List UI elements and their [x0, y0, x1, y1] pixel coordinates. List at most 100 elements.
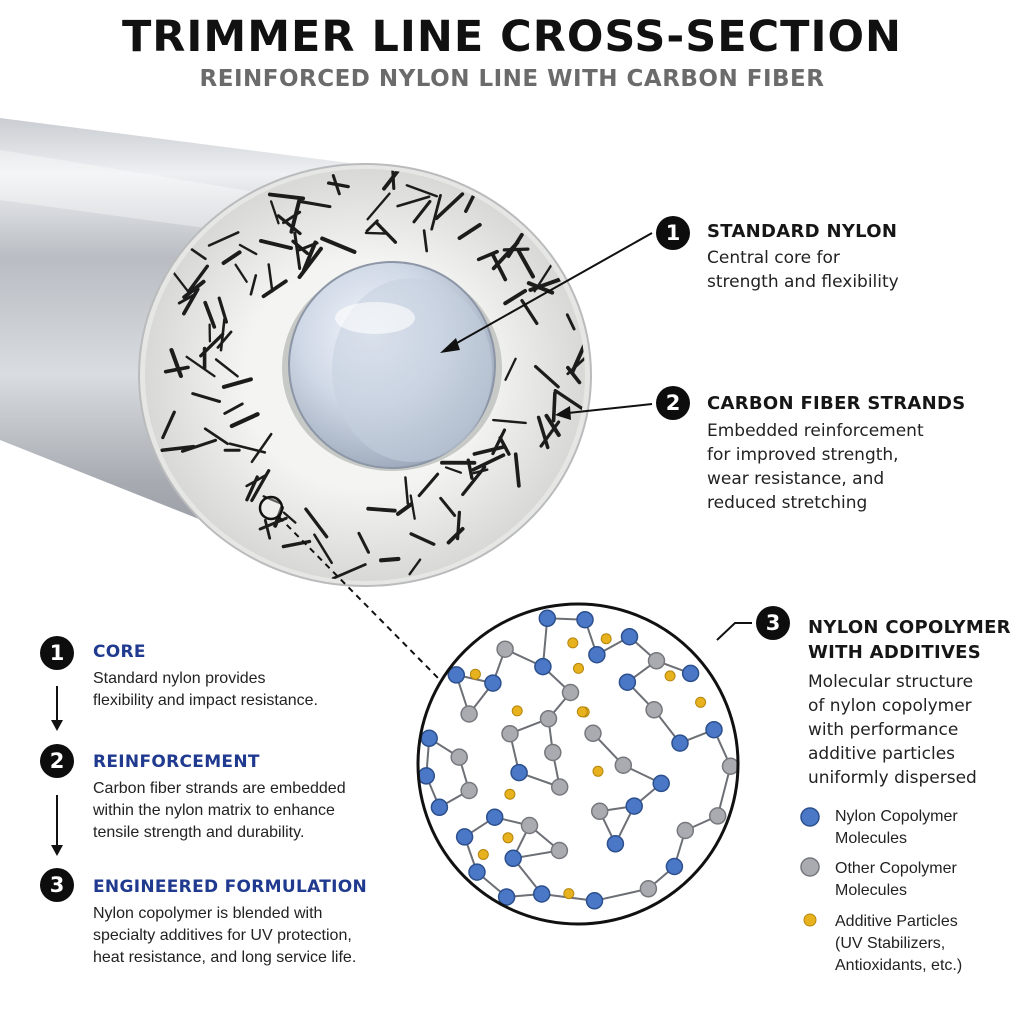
carbon-fiber-strand: [539, 420, 561, 448]
carbon-fiber-strand: [234, 263, 248, 283]
carbon-fiber-strand: [404, 476, 410, 505]
additive-particle: [600, 633, 612, 645]
carbon-fiber-strand: [366, 506, 397, 513]
carbon-fiber-strand: [216, 330, 233, 349]
additive-particle: [567, 637, 579, 649]
callout-text-2: Embedded reinforcement for improved stre…: [707, 421, 924, 513]
carbon-fiber-strand: [250, 432, 273, 464]
legend-dot-additive: [803, 913, 817, 927]
carbon-fiber-strand: [396, 502, 414, 516]
carbon-fiber-strand: [245, 475, 259, 502]
carbon-fiber-strand: [504, 357, 517, 381]
other-copolymer-molecule: [460, 781, 478, 800]
magnify-dashed-line: [278, 516, 441, 681]
additive-particle: [573, 662, 584, 674]
carbon-fiber-strand: [366, 192, 391, 221]
carbon-fiber-strand: [405, 184, 438, 198]
nylon-copolymer-molecule: [532, 885, 551, 903]
nylon-copolymer-molecule: [534, 657, 552, 676]
carbon-fiber-strand: [551, 391, 557, 423]
step-text-3: Nylon copolymer is blended with specialt…: [93, 905, 357, 966]
additive-particle: [576, 706, 588, 718]
carbon-fiber-strand: [250, 469, 271, 503]
carbon-fiber-strand: [461, 465, 487, 497]
leader-line-1: [447, 232, 653, 349]
nylon-copolymer-molecule: [468, 863, 486, 881]
nylon-copolymer-molecule: [671, 734, 689, 752]
carbon-fiber-strand: [187, 264, 210, 293]
carbon-fiber-strand: [492, 418, 527, 425]
additive-particle: [504, 788, 516, 800]
carbon-fiber-strand: [409, 532, 436, 546]
nylon-copolymer-molecule: [606, 835, 625, 853]
carbon-fiber-strand: [446, 526, 465, 545]
step-badge-1: 1: [40, 636, 74, 670]
legend-item-copolymer: Other Copolymer Molecules: [835, 860, 957, 899]
additive-particle: [664, 670, 676, 682]
other-copolymer-molecule: [676, 821, 695, 840]
nylon-copolymer-molecule: [455, 828, 474, 846]
carbon-fiber-strand: [185, 355, 216, 378]
step-arrowhead-1: [51, 720, 63, 731]
carbon-fiber-strand: [177, 293, 195, 305]
carbon-fiber-strand: [498, 436, 511, 456]
leader-line-2: [567, 403, 653, 414]
carbon-fiber-strand: [203, 300, 217, 329]
nylon-copolymer-molecule: [420, 729, 438, 748]
carbon-fiber-strand: [379, 556, 401, 563]
legend-dot-nylon: [800, 807, 820, 827]
carbon-fiber-strand: [249, 274, 258, 296]
magnify-marker: [258, 495, 284, 521]
carbon-fiber-strand: [412, 199, 432, 224]
carbon-fiber-strand: [293, 231, 302, 270]
zoom-circle-bg: [418, 604, 738, 924]
other-copolymer-molecule: [501, 724, 519, 743]
carbon-fiber-strand: [457, 222, 482, 241]
zoom-circle-border: [416, 602, 740, 926]
carbon-fiber-strand: [430, 193, 442, 231]
carbon-fiber-strand: [565, 313, 576, 331]
nylon-copolymer-molecule: [538, 609, 557, 628]
carbon-fiber-strand: [331, 174, 341, 196]
nylon-copolymer-molecule: [588, 645, 606, 664]
step-text-2: Carbon fiber strands are embedded within…: [93, 780, 346, 841]
carbon-fiber-strand: [444, 466, 462, 474]
carbon-fiber-strand: [331, 563, 367, 580]
carbon-fiber-strand: [357, 531, 370, 554]
carbon-fiber-strand: [267, 192, 306, 201]
step-title-2: REINFORCEMENT: [93, 752, 260, 772]
page-title: TRIMMER LINE CROSS-SECTION: [121, 12, 903, 62]
carbon-fiber-strand: [229, 412, 260, 429]
leader-arrowhead-2: [555, 406, 571, 420]
carbon-fiber-strand: [476, 249, 499, 262]
leader-arrowhead-1: [440, 338, 460, 353]
other-copolymer-molecule: [590, 802, 609, 821]
carbon-fiber-strand: [263, 518, 272, 540]
callout-title-1: STANDARD NYLON: [707, 221, 898, 242]
carbon-fiber-strand: [544, 413, 561, 437]
carbon-fiber-strand: [439, 496, 457, 517]
callout-badge-3: 3: [756, 606, 790, 640]
other-copolymer-molecule: [520, 816, 539, 835]
nylon-copolymer-molecule: [447, 666, 466, 684]
carbon-fiber-strand: [422, 229, 429, 253]
additive-particle: [469, 668, 481, 680]
carbon-fiber-strand: [160, 444, 196, 453]
step-text-1: Standard nylon provides flexibility and …: [93, 670, 318, 709]
carbon-fiber-strand: [219, 317, 226, 352]
carbon-fiber-strand: [217, 296, 228, 324]
carbon-fiber-strand: [417, 472, 440, 498]
carbon-fiber-strand: [203, 427, 229, 446]
carbon-fiber-strand: [513, 452, 521, 488]
other-copolymer-molecule: [647, 652, 666, 670]
carbon-fiber-strand: [182, 279, 206, 300]
other-copolymer-molecule: [721, 757, 738, 775]
carbon-fiber-strand: [502, 247, 530, 252]
carbon-fiber-strand: [276, 214, 302, 236]
callout-title-3: NYLON COPOLYMER WITH ADDITIVES: [808, 617, 1011, 663]
nylon-copolymer-molecule: [504, 849, 522, 868]
carbon-fiber-strand: [490, 252, 508, 282]
nylon-copolymer-molecule: [618, 673, 637, 691]
callout-badge-1: 1: [656, 216, 690, 250]
